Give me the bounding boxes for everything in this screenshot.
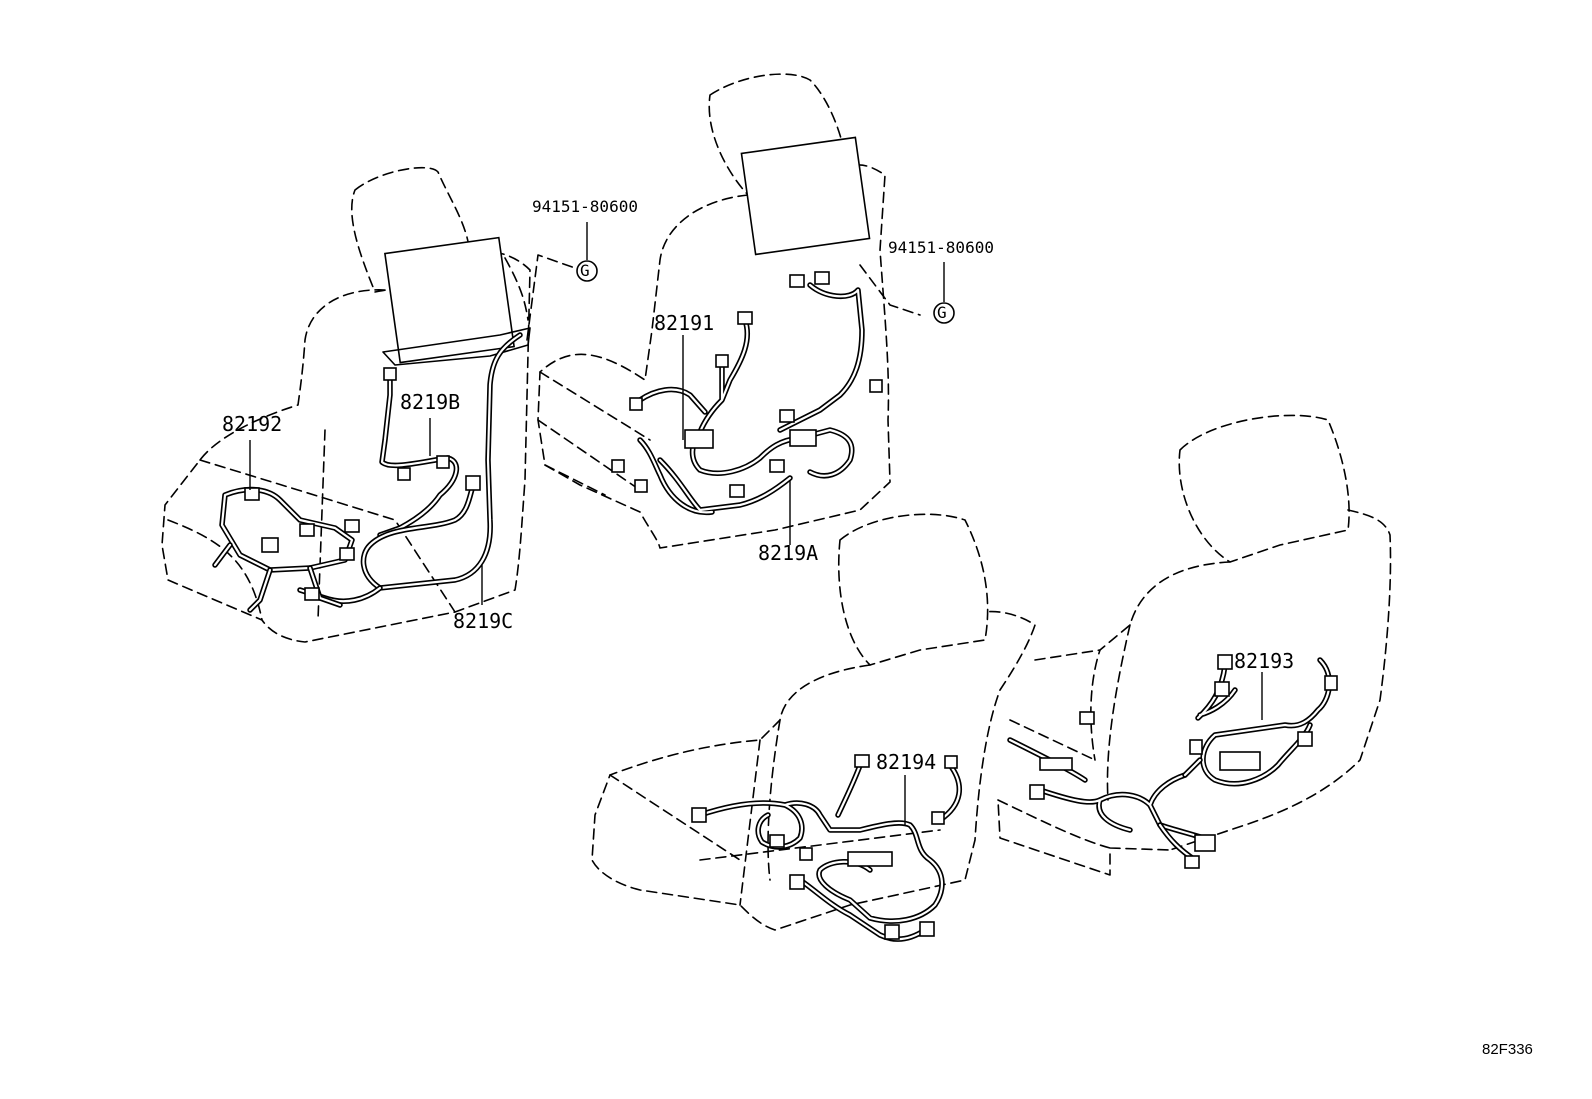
connector-icon bbox=[691, 807, 707, 823]
label-82191: 82191 bbox=[654, 311, 714, 335]
connector-icon bbox=[919, 921, 935, 937]
connector-icon bbox=[1219, 751, 1261, 771]
harness-8219B bbox=[377, 367, 460, 538]
connector-icon bbox=[383, 367, 397, 381]
clip-94151-right: G 94151-80600 bbox=[888, 238, 994, 324]
connector-icon bbox=[684, 429, 714, 449]
harness-82194 bbox=[691, 754, 962, 942]
connector-icon bbox=[1214, 681, 1230, 697]
connector-icon bbox=[715, 354, 729, 368]
label-82192: 82192 bbox=[222, 412, 282, 436]
connector-icon bbox=[729, 484, 745, 498]
connector-icon bbox=[799, 847, 813, 861]
connector-icon bbox=[397, 467, 411, 481]
connector-icon bbox=[304, 587, 320, 601]
connector-icon bbox=[931, 811, 945, 825]
connector-icon bbox=[769, 459, 785, 473]
left-front-seat bbox=[161, 166, 531, 643]
harness-82192 bbox=[212, 486, 360, 613]
connector-icon bbox=[769, 834, 785, 848]
connector-icon bbox=[244, 487, 260, 501]
connector-icon bbox=[611, 459, 625, 473]
connector-icon bbox=[344, 519, 360, 533]
label-94151-right: 94151-80600 bbox=[888, 238, 994, 257]
harness-8219C bbox=[297, 332, 523, 604]
connector-icon bbox=[944, 755, 958, 769]
label-8219C: 8219C bbox=[453, 609, 513, 633]
connector-icon bbox=[1189, 739, 1203, 755]
connector-icon bbox=[854, 754, 870, 768]
connector-icon bbox=[847, 851, 893, 867]
label-82193: 82193 bbox=[1234, 649, 1294, 673]
connector-icon bbox=[634, 479, 648, 493]
connector-icon bbox=[629, 397, 643, 411]
middle-seat bbox=[537, 73, 921, 549]
connector-icon bbox=[884, 924, 900, 940]
connector-icon bbox=[261, 537, 279, 553]
connector-icon bbox=[339, 547, 355, 561]
label-94151-left: 94151-80600 bbox=[532, 197, 638, 216]
label-82194: 82194 bbox=[876, 750, 936, 774]
connector-icon bbox=[1324, 675, 1338, 691]
svg-text:G: G bbox=[580, 261, 590, 280]
harness-82191 bbox=[611, 271, 883, 516]
connector-icon bbox=[1184, 855, 1200, 869]
connector-icon bbox=[436, 455, 450, 469]
seat-back-panel bbox=[740, 136, 871, 256]
seat-back-panel bbox=[384, 236, 516, 364]
connector-icon bbox=[299, 523, 315, 537]
label-8219B: 8219B bbox=[400, 390, 460, 414]
connector-icon bbox=[1039, 757, 1073, 771]
diagram-code: 82F336 bbox=[1482, 1041, 1533, 1058]
connector-icon bbox=[789, 429, 817, 447]
connector-icon bbox=[789, 874, 805, 890]
connector-icon bbox=[1029, 784, 1045, 800]
connector-icon bbox=[737, 311, 753, 325]
bottom-right-seat bbox=[997, 414, 1392, 876]
connector-icon bbox=[779, 409, 795, 423]
label-8219A: 8219A bbox=[758, 541, 818, 565]
connector-icon bbox=[465, 475, 481, 491]
harness-82193 bbox=[1007, 654, 1338, 869]
clip-94151-left: G 94151-80600 bbox=[526, 197, 638, 341]
connector-icon bbox=[869, 379, 883, 393]
connector-icon bbox=[814, 271, 830, 285]
connector-icon bbox=[1297, 731, 1313, 747]
svg-text:G: G bbox=[937, 303, 947, 322]
connector-icon bbox=[1079, 711, 1095, 725]
bottom-middle-seat bbox=[591, 513, 1036, 931]
connector-icon bbox=[789, 274, 805, 288]
connector-icon bbox=[1194, 834, 1216, 852]
connector-icon bbox=[1217, 654, 1233, 670]
